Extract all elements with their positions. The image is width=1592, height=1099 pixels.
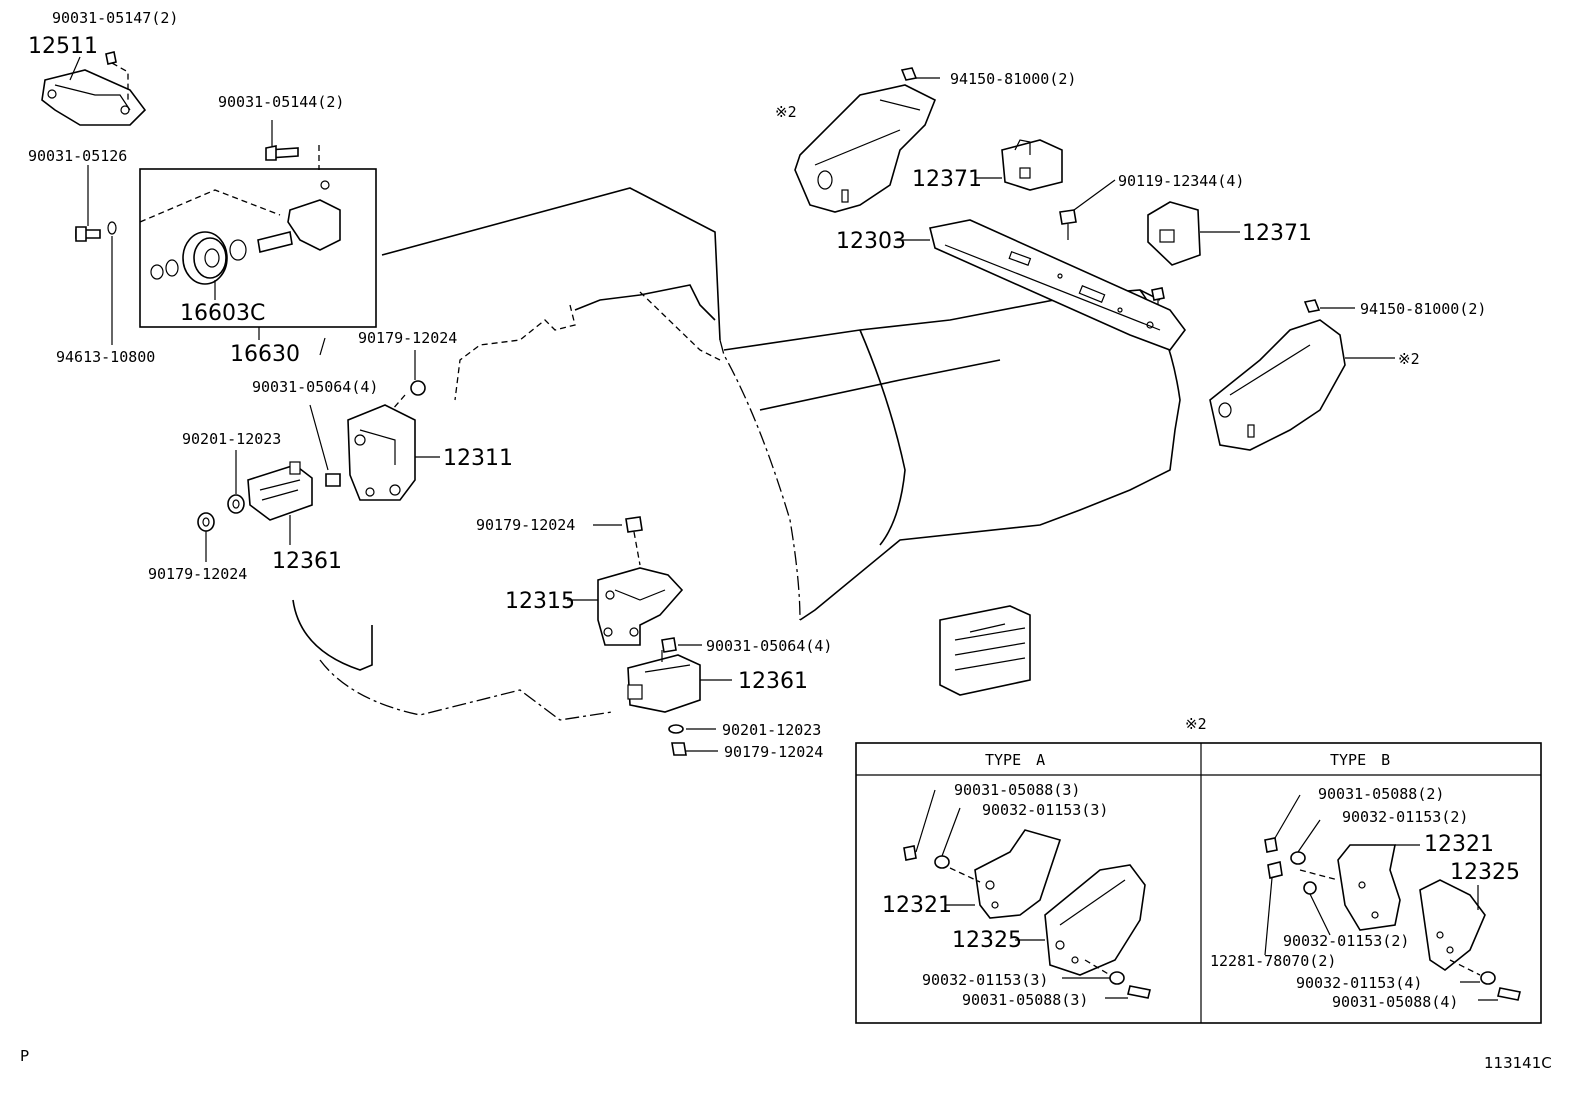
- type-b-header: TYPE B: [1330, 751, 1390, 769]
- type-a-label-1: 90031-05088(3): [954, 781, 1080, 799]
- label-12315: 12315: [505, 589, 575, 614]
- engine-mount-bracket-12311: [309, 380, 426, 501]
- engine-mount-insulator-12361-rear: [627, 650, 701, 756]
- type-a-label-2: 90032-01153(3): [982, 801, 1108, 819]
- label-12361-rear: 12361: [738, 669, 808, 694]
- label-90031-05064-rear: 90031-05064(4): [706, 637, 832, 655]
- label-90031-05126: 90031-05126: [28, 147, 127, 165]
- type-b-label-6: 12281-78070(2): [1210, 952, 1336, 970]
- type-b-labels: TYPE B 90031-05088(2) 90032-01153(2) 123…: [1210, 751, 1520, 1011]
- label-12303: 12303: [836, 229, 906, 254]
- label-90201-12023-front: 90201-12023: [182, 430, 281, 448]
- bolt-90031-05126: [75, 165, 117, 345]
- label-90031-05064-front: 90031-05064(4): [252, 378, 378, 396]
- corner-mark: P: [20, 1047, 29, 1065]
- note-mark-2-lower: ※2: [1398, 350, 1420, 368]
- type-a-label-6: 90031-05088(3): [962, 991, 1088, 1009]
- type-b-label-2: 90032-01153(2): [1342, 808, 1468, 826]
- label-16630: 16630: [230, 342, 300, 367]
- label-90031-05147: 90031-05147(2): [52, 9, 178, 27]
- label-12311: 12311: [443, 446, 513, 471]
- engine-hanger-bracket-12511: [41, 51, 147, 126]
- frame-bracket-lower-right: [1209, 299, 1346, 451]
- part-number-labels: 90031-05147(2) 12511 90031-05144(2) 9003…: [28, 9, 1486, 761]
- label-90031-05144: 90031-05144(2): [218, 93, 344, 111]
- label-12371-lower: 12371: [1242, 221, 1312, 246]
- transmission-component-block: [939, 605, 1031, 696]
- type-comparison-table: [855, 742, 1542, 1024]
- note-mark-2-table: ※2: [1185, 715, 1207, 733]
- type-b-label-5: 90032-01153(2): [1283, 932, 1409, 950]
- label-90201-12023-rear: 90201-12023: [722, 721, 821, 739]
- label-90119-12344: 90119-12344(4): [1118, 172, 1244, 190]
- idler-pulley-assembly-box: [139, 168, 377, 328]
- bolt-90031-05144: [265, 120, 299, 161]
- label-90179-12024-center: 90179-12024: [476, 516, 575, 534]
- type-a-label-4: 12325: [952, 928, 1022, 953]
- label-12371-upper: 12371: [912, 167, 982, 192]
- engine-mount-bracket-12315: [597, 516, 684, 653]
- label-94150-81000-upper: 94150-81000(2): [950, 70, 1076, 88]
- note-mark-2-upper: ※2: [775, 103, 797, 121]
- type-b-label-1: 90031-05088(2): [1318, 785, 1444, 803]
- figure-id: 113141C: [1484, 1054, 1552, 1072]
- bolt-90119-12344: [1059, 179, 1165, 312]
- label-90179-12024-rear: 90179-12024: [724, 743, 823, 761]
- type-b-label-4: 12325: [1450, 860, 1520, 885]
- type-a-header: TYPE A: [985, 751, 1045, 769]
- label-12511: 12511: [28, 34, 98, 59]
- type-b-label-3: 12321: [1424, 832, 1494, 857]
- engine-mount-insulator-12361-front: [197, 450, 313, 562]
- engine-outline: [292, 187, 1181, 721]
- label-12361-front: 12361: [272, 549, 342, 574]
- mount-insulator-12371-lower: [1147, 201, 1201, 266]
- frame-bracket-upper-left: [794, 67, 937, 213]
- label-90179-12024-left: 90179-12024: [148, 565, 247, 583]
- label-94150-81000-lower: 94150-81000(2): [1360, 300, 1486, 318]
- crossmember-12303: [929, 219, 1186, 351]
- type-a-label-5: 90032-01153(3): [922, 971, 1048, 989]
- label-94613-10800: 94613-10800: [56, 348, 155, 366]
- type-a-labels: TYPE A 90031-05088(3) 90032-01153(3) 123…: [882, 751, 1108, 1009]
- label-90179-12024-top: 90179-12024: [358, 329, 457, 347]
- label-16603C: 16603C: [180, 301, 265, 326]
- type-a-label-3: 12321: [882, 893, 952, 918]
- type-b-parts: [1264, 794, 1521, 1001]
- type-a-parts: [903, 789, 1151, 999]
- type-b-label-8: 90031-05088(4): [1332, 993, 1458, 1011]
- mount-insulator-12371-upper: [1001, 139, 1063, 191]
- type-b-label-7: 90032-01153(4): [1296, 974, 1422, 992]
